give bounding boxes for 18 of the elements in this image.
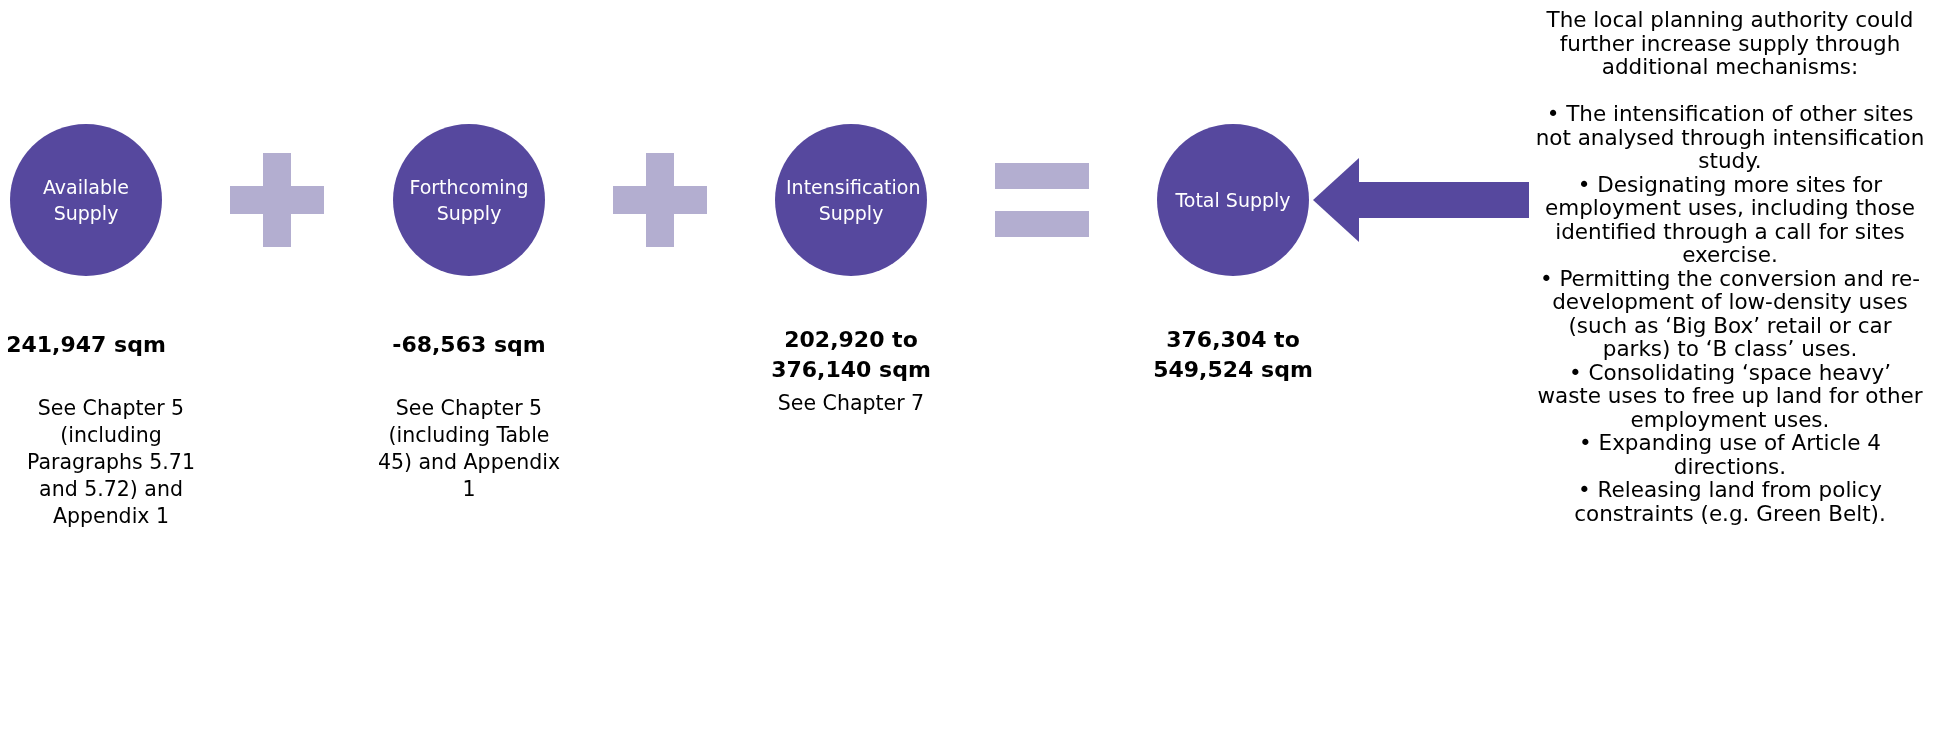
value-text: -68,563 sqm bbox=[391, 331, 547, 359]
node-label: Forthcoming Supply bbox=[408, 175, 530, 226]
arrow bbox=[1313, 158, 1529, 242]
value-text: 202,920 to 376,140 sqm bbox=[770, 326, 932, 384]
node-label: Total Supply bbox=[1174, 188, 1292, 213]
value-text: 376,304 to 549,524 sqm bbox=[1152, 326, 1314, 384]
note-text: See Chapter 7 bbox=[776, 390, 926, 417]
bullet-item: • Expanding use of Article 4 directions. bbox=[1578, 431, 1882, 478]
bullet-item: • Consolidating ‘space heavy’ waste uses to free up land for other employment uses. bbox=[1536, 360, 1924, 431]
bullet-item: • Releasing land from policy constraints (e.g. Green Belt). bbox=[1573, 478, 1887, 525]
note-text: See Chapter 5 (including Table 45) and Appendix 1 bbox=[376, 395, 562, 503]
bullet-item: • Designating more sites for employment uses, including those identified through a call for sites exercise. bbox=[1543, 172, 1916, 267]
bullet-item: • Permitting the conversion and re-development of low-density uses (such as ‘Big Box’ retail or car parks) to ‘B class’ uses. bbox=[1538, 266, 1922, 361]
node-label: Available Supply bbox=[42, 175, 130, 226]
value-text: 241,947 sqm bbox=[5, 331, 167, 359]
bullet-item: • The intensification of other sites not analysed through intensification study. bbox=[1535, 102, 1925, 173]
intro-text: The local planning authority could further increase supply through additional mechanisms: bbox=[1545, 8, 1915, 79]
note-text: See Chapter 5 (including Paragraphs 5.71 and 5.72) and Appendix 1 bbox=[26, 395, 196, 530]
